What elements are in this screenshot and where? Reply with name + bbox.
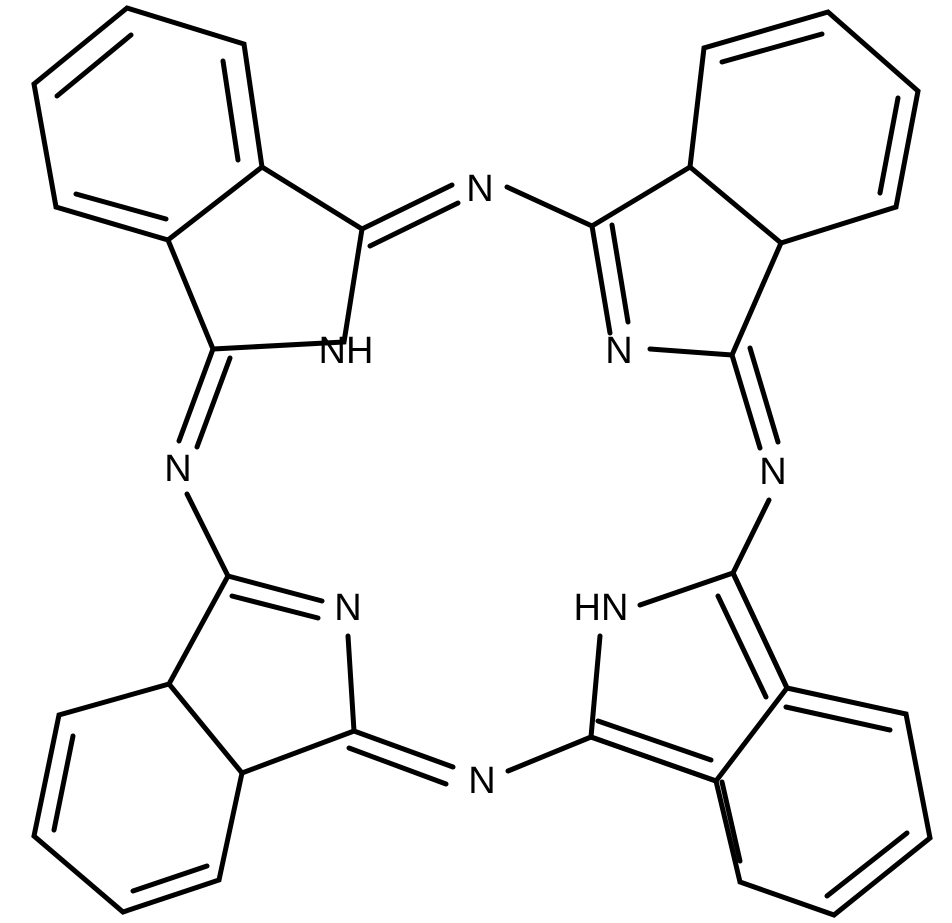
- top-right-inner-double-bonds: [719, 31, 901, 196]
- left-bridge-bond: [184, 491, 231, 579]
- atom-n-right: N: [759, 451, 786, 493]
- atom-labels: N NH N N N N HN N: [164, 168, 786, 802]
- top-left-imine-double-bond: [359, 182, 461, 249]
- lower-left-bottom-imine-double-bond: [346, 728, 456, 787]
- left-imine-double-bond: [176, 346, 233, 450]
- top-left-inner-double-bonds: [54, 32, 241, 222]
- right-bridge-bond: [730, 497, 772, 576]
- top-left-pyrrole-ring: [165, 164, 365, 352]
- atom-n-bottom: N: [468, 760, 495, 802]
- top-left-benzene-ring: [31, 5, 265, 243]
- atom-n-lower-left: N: [334, 587, 361, 629]
- atom-n-left: N: [164, 448, 191, 490]
- atom-n-top: N: [466, 168, 493, 210]
- bond-lines: [31, 5, 933, 918]
- right-imine-double-bond: [729, 345, 781, 451]
- lower-left-benzene-ring: [31, 681, 245, 915]
- lower-right-double-bonds: [588, 570, 790, 784]
- atom-nh-left: NH: [319, 330, 374, 372]
- atom-hn-lower-right: HN: [574, 587, 629, 629]
- lower-left-inner-double-bonds: [51, 733, 210, 894]
- lower-right-inner-double-bonds: [719, 704, 910, 899]
- lower-right-benzene-ring: [713, 685, 933, 918]
- top-right-benzene-ring: [687, 9, 921, 246]
- bottom-bridge-bond: [505, 734, 594, 774]
- lower-left-imine-double-bond: [225, 573, 325, 621]
- top-right-imine-double-bond: [589, 222, 631, 336]
- top-bridge-bond: [504, 184, 595, 229]
- atom-n-upper-right: N: [605, 330, 632, 372]
